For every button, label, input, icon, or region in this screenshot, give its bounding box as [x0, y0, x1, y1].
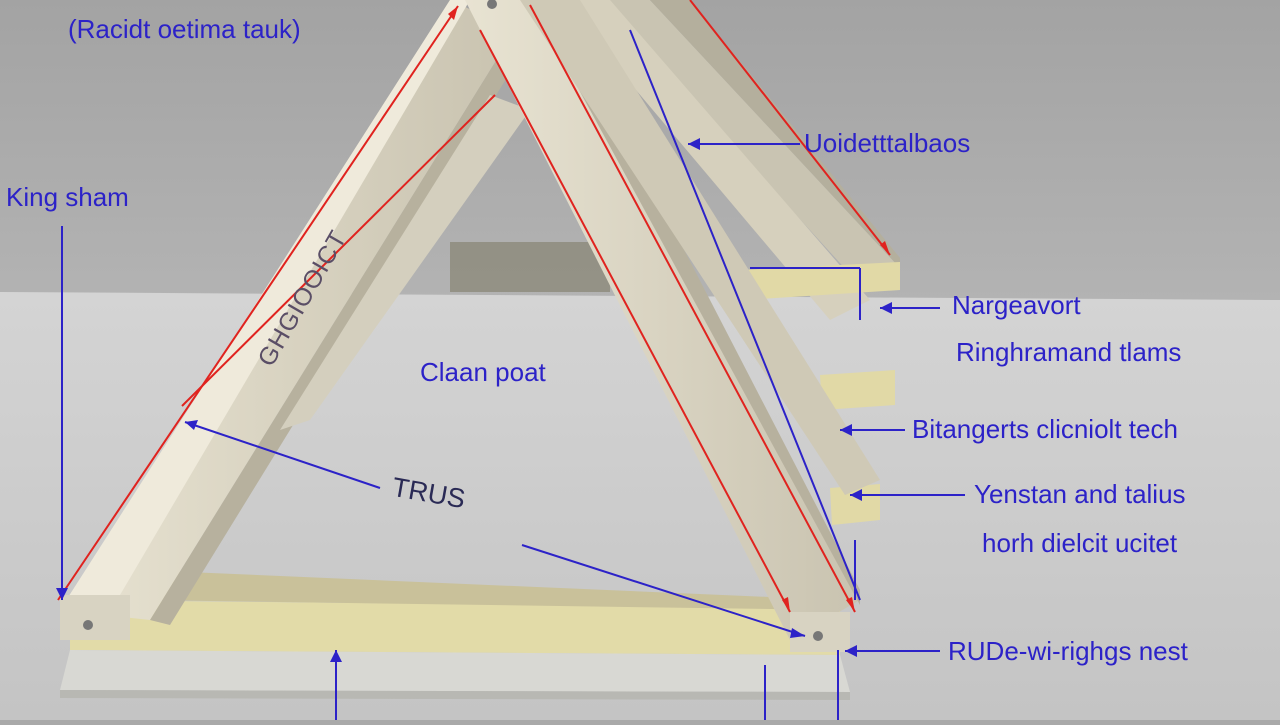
label-right-3: Bitangerts clicniolt tech — [912, 414, 1178, 444]
rear-frame — [560, 0, 900, 525]
label-upper-right: Uoidetttalbaos — [804, 128, 971, 158]
label-king-beam: King sham — [6, 182, 129, 212]
left-rafter — [60, 0, 530, 625]
right-rafter — [465, 0, 860, 640]
label-right-4: Yenstan and talius — [974, 479, 1186, 509]
bolts — [60, 0, 850, 652]
dimension-lines — [57, 0, 891, 613]
label-top-left: (Racidt oetima tauk) — [68, 14, 301, 44]
label-right-5: horh dielcit ucitet — [982, 528, 1178, 558]
label-right-1: Nargeavort — [952, 290, 1081, 320]
right-support — [520, 0, 880, 495]
inner-left-rafter — [280, 95, 530, 430]
label-bottom-right: RUDe-wi-righgs nest — [948, 636, 1188, 666]
callout-lines — [61, 29, 965, 720]
label-right-2: Ringhramand tlams — [956, 337, 1182, 367]
label-center: Claan poat — [420, 357, 546, 387]
base-board — [60, 570, 850, 700]
callout-arrowheads — [56, 138, 892, 662]
back-block — [450, 242, 610, 292]
